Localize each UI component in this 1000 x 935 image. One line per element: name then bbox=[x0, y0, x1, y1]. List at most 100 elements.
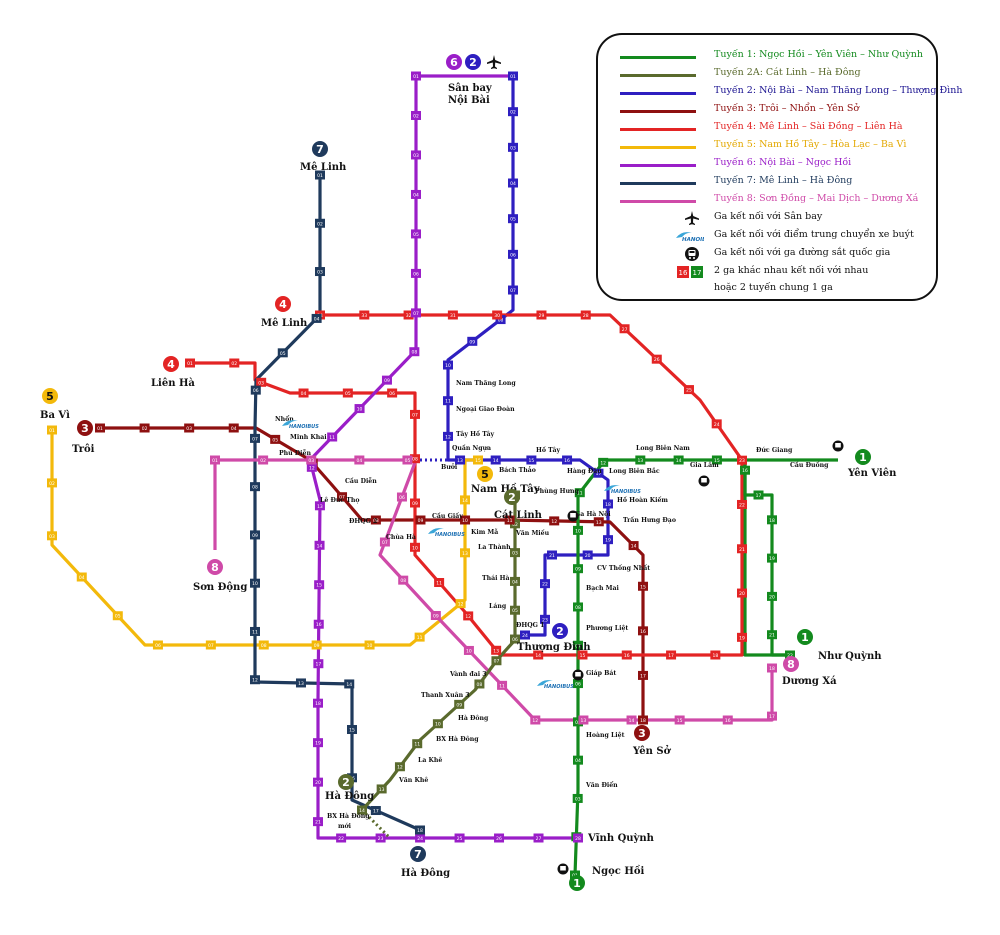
train-icon bbox=[832, 440, 844, 452]
svg-text:5: 5 bbox=[46, 390, 54, 403]
station-marker: 24 bbox=[711, 419, 722, 429]
station-label: La Khê bbox=[418, 757, 442, 764]
station-marker: 09 bbox=[467, 336, 478, 346]
station-label: Cầu Giấy bbox=[432, 512, 463, 520]
terminus-label: Vĩnh Quỳnh bbox=[587, 833, 655, 844]
station-code: 13 bbox=[596, 520, 602, 526]
terminus-label: Nội Bài bbox=[448, 95, 490, 106]
station-marker: 17 bbox=[593, 468, 604, 478]
station-marker: 09 bbox=[454, 699, 465, 709]
station-code: 01 bbox=[510, 74, 516, 80]
station-marker: 17 bbox=[638, 670, 648, 680]
station-label: Trần Hưng Đạo bbox=[623, 516, 676, 524]
station-code: 14 bbox=[346, 682, 352, 688]
station-code: 28 bbox=[583, 313, 589, 319]
station-marker: 16 bbox=[621, 650, 632, 660]
station-marker: 15 bbox=[638, 581, 648, 591]
station-code: 17 bbox=[596, 471, 602, 477]
station-code: 04 bbox=[413, 192, 419, 198]
station-code: 13 bbox=[581, 718, 587, 724]
station-code: 11 bbox=[417, 635, 423, 641]
station-code: 14 bbox=[676, 458, 682, 464]
station-code: 12 bbox=[551, 519, 557, 525]
station-code: 04 bbox=[356, 458, 362, 464]
station-marker: 08 bbox=[409, 347, 420, 357]
station-label: Ngoại Giao Đoàn bbox=[456, 406, 515, 413]
station-label: BX Hà Đông bbox=[436, 736, 479, 743]
station-code: 05 bbox=[280, 351, 286, 357]
terminus-badge: 8 bbox=[207, 559, 223, 575]
station-code: 24 bbox=[714, 422, 720, 428]
hanoibus-icon: HANOIBUS bbox=[537, 680, 574, 690]
station-marker: 13 bbox=[491, 645, 502, 655]
station-marker: 12 bbox=[250, 675, 260, 685]
station-label: Lê Đức Thọ bbox=[320, 497, 360, 504]
station-code: 18 bbox=[640, 718, 646, 724]
station-marker: 04 bbox=[354, 455, 365, 465]
station-code: 07 bbox=[339, 495, 345, 501]
station-label: Gia Lâm bbox=[690, 462, 719, 469]
station-marker: 12 bbox=[598, 457, 609, 467]
station-marker: 15 bbox=[577, 650, 588, 660]
station-marker: 12 bbox=[455, 599, 466, 609]
legend-line-2a: Tuyến 2A: Cát Linh – Hà Đông bbox=[598, 67, 938, 83]
station-code: 13 bbox=[493, 648, 499, 654]
legend-line-8-label: Tuyến 8: Sơn Đồng – Mai Dịch – Dương Xá bbox=[714, 193, 919, 204]
station-label: Phùng Hưng bbox=[535, 488, 579, 495]
station-marker: 18 bbox=[313, 698, 323, 708]
station-label: Long Biên Bắc bbox=[609, 468, 660, 475]
station-code: 05 bbox=[345, 391, 351, 397]
station-code: 22 bbox=[338, 836, 344, 842]
station-marker: 27 bbox=[533, 833, 544, 843]
station-marker: 26 bbox=[651, 354, 662, 364]
station-marker: 03 bbox=[508, 142, 518, 152]
station-label: Quần Ngựa bbox=[452, 444, 491, 452]
station-label: CV Thống Nhất bbox=[597, 565, 650, 572]
station-marker: 17 bbox=[666, 650, 677, 660]
station-marker: 18 bbox=[638, 715, 648, 725]
station-marker: 21 bbox=[547, 550, 558, 560]
station-marker: 14 bbox=[460, 495, 470, 505]
station-code: 19 bbox=[739, 635, 745, 641]
svg-text:HANOIBUS: HANOIBUS bbox=[435, 532, 465, 538]
hanoibus-icon: HANOIBUS bbox=[428, 528, 465, 538]
station-code: 18 bbox=[769, 666, 775, 672]
station-marker: 08 bbox=[370, 515, 381, 525]
station-marker: 07 bbox=[411, 308, 421, 318]
station-marker: 01 bbox=[185, 358, 195, 368]
station-marker: 05 bbox=[270, 434, 281, 444]
station-code: 10 bbox=[575, 528, 581, 534]
station-label: ĐHQG 2 bbox=[349, 518, 377, 525]
station-marker: 04 bbox=[510, 576, 520, 586]
station-code: 23 bbox=[739, 458, 745, 464]
svg-text:HANOIBUS: HANOIBUS bbox=[611, 489, 641, 495]
station-code: 01 bbox=[97, 426, 103, 432]
station-code: 10 bbox=[445, 363, 451, 369]
station-marker: 13 bbox=[460, 548, 470, 558]
legend-line-3: Tuyến 3: Trôi – Nhổn – Yên Sở bbox=[598, 103, 938, 119]
station-marker: 04 bbox=[411, 189, 421, 199]
station-marker: 01 bbox=[411, 71, 421, 81]
station-marker: 12 bbox=[306, 462, 317, 472]
station-marker: 05 bbox=[411, 229, 421, 239]
station-label: Bưởi bbox=[441, 464, 458, 471]
station-marker: 09 bbox=[250, 530, 260, 540]
station-code: 20 bbox=[769, 594, 775, 600]
station-code: 20 bbox=[315, 780, 321, 786]
station-code: 11 bbox=[329, 435, 335, 441]
station-code: 04 bbox=[512, 579, 518, 585]
station-marker: 09 bbox=[430, 611, 441, 621]
station-label: Hồ Hoàn Kiếm bbox=[617, 496, 668, 504]
station-marker: 14 bbox=[626, 715, 637, 725]
station-marker: 14 bbox=[357, 805, 367, 815]
station-marker: 02 bbox=[139, 423, 150, 433]
connector-dotted bbox=[360, 808, 392, 840]
station-marker: 09 bbox=[415, 515, 426, 525]
station-marker: 14 bbox=[673, 455, 684, 465]
station-marker: 06 bbox=[508, 249, 518, 259]
station-marker: 10 bbox=[573, 525, 583, 535]
station-code: 01 bbox=[317, 173, 323, 179]
legend-line-1: Tuyến 1: Ngọc Hồi – Yên Viên – Như Quỳnh bbox=[598, 49, 938, 65]
